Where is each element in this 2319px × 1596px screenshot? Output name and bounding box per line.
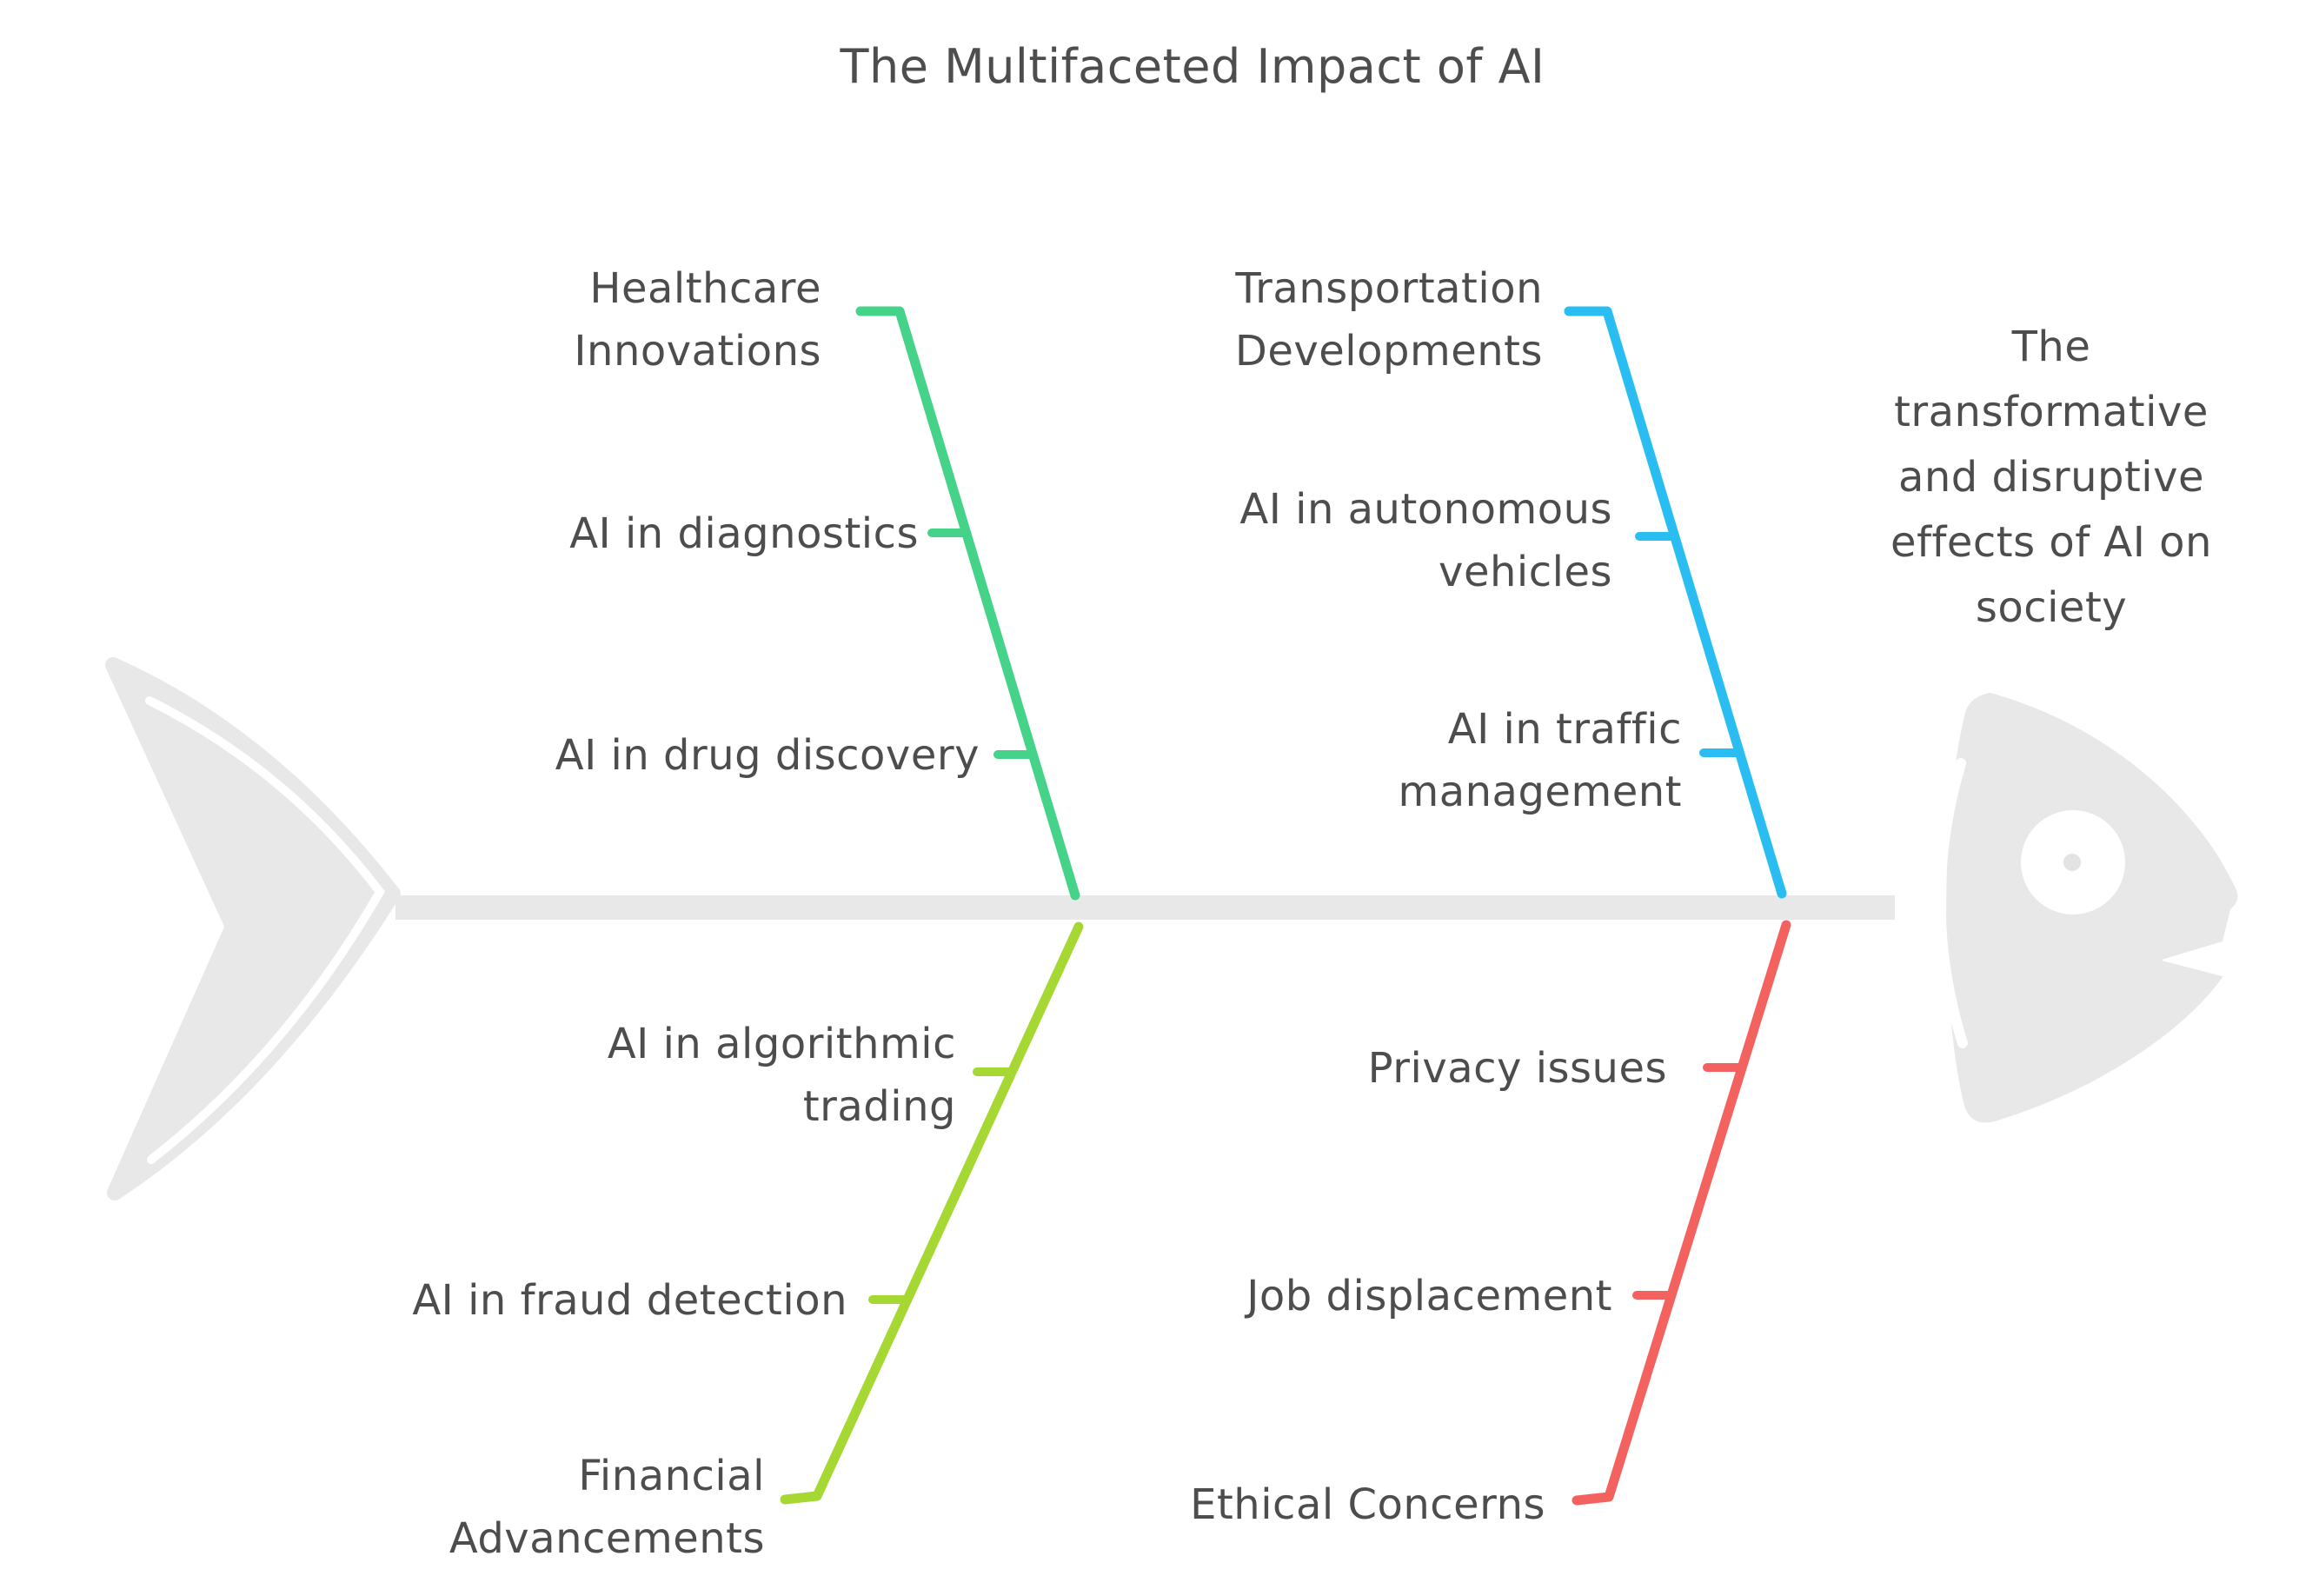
label-ai-algorithmic-line2: trading	[803, 1082, 956, 1131]
label-transportation-line2: Developments	[1235, 327, 1543, 376]
label-ai-traffic-line1: AI in traffic	[1448, 705, 1682, 754]
label-ai-traffic-line2: management	[1398, 768, 1682, 816]
spine	[395, 895, 1895, 920]
effect-statement: The transformative and disruptive effect…	[1890, 323, 2212, 632]
label-job-displacement: Job displacement	[1244, 1272, 1612, 1320]
label-ethical-concerns: Ethical Concerns	[1190, 1480, 1545, 1529]
label-ai-algorithmic-line1: AI in algorithmic	[608, 1020, 956, 1068]
branch-financial-line	[780, 921, 1084, 1505]
fish-eye-pupil	[2063, 854, 2081, 871]
branch-ethical: Privacy issues Job displacement Ethical …	[1190, 920, 1791, 1529]
fish-mouth-notch	[2162, 944, 2225, 977]
tail-inset-line	[145, 696, 385, 1164]
branch-transportation: Transportation Developments AI in autono…	[1234, 264, 1787, 899]
branch-financial: AI in algorithmic trading AI in fraud de…	[412, 921, 1084, 1563]
label-financial-line2: Advancements	[449, 1514, 765, 1563]
label-transportation-line1: Transportation	[1234, 264, 1543, 313]
branch-ethical-line	[1571, 920, 1791, 1506]
effect-line3: and disruptive	[1898, 453, 2204, 502]
label-ai-fraud-detection: AI in fraud detection	[412, 1276, 847, 1325]
label-ai-drug-discovery: AI in drug discovery	[555, 731, 980, 780]
label-healthcare-line1: Healthcare	[589, 264, 821, 313]
effect-line5: society	[1976, 583, 2127, 632]
label-ai-diagnostics: AI in diagnostics	[569, 509, 919, 558]
fish-head	[1935, 693, 2238, 1123]
label-financial-line1: Financial	[578, 1452, 765, 1500]
label-ai-autonomous-line1: AI in autonomous	[1239, 485, 1612, 534]
label-privacy-issues: Privacy issues	[1368, 1044, 1667, 1093]
label-ai-autonomous-line2: vehicles	[1439, 548, 1612, 596]
gill-line	[1935, 758, 1968, 1048]
effect-line1: The	[2011, 323, 2091, 371]
diagram-title: The Multifaceted Impact of AI	[840, 39, 1545, 94]
label-healthcare-line2: Innovations	[574, 327, 821, 376]
tail-shape	[105, 657, 401, 1200]
branch-transportation-line	[1564, 306, 1787, 899]
branch-healthcare: Healthcare Innovations AI in diagnostics…	[555, 264, 1080, 901]
branch-healthcare-line	[855, 306, 1080, 901]
effect-line2: transformative	[1894, 388, 2209, 436]
fish-tail	[105, 657, 401, 1200]
effect-line4: effects of AI on	[1890, 518, 2212, 567]
